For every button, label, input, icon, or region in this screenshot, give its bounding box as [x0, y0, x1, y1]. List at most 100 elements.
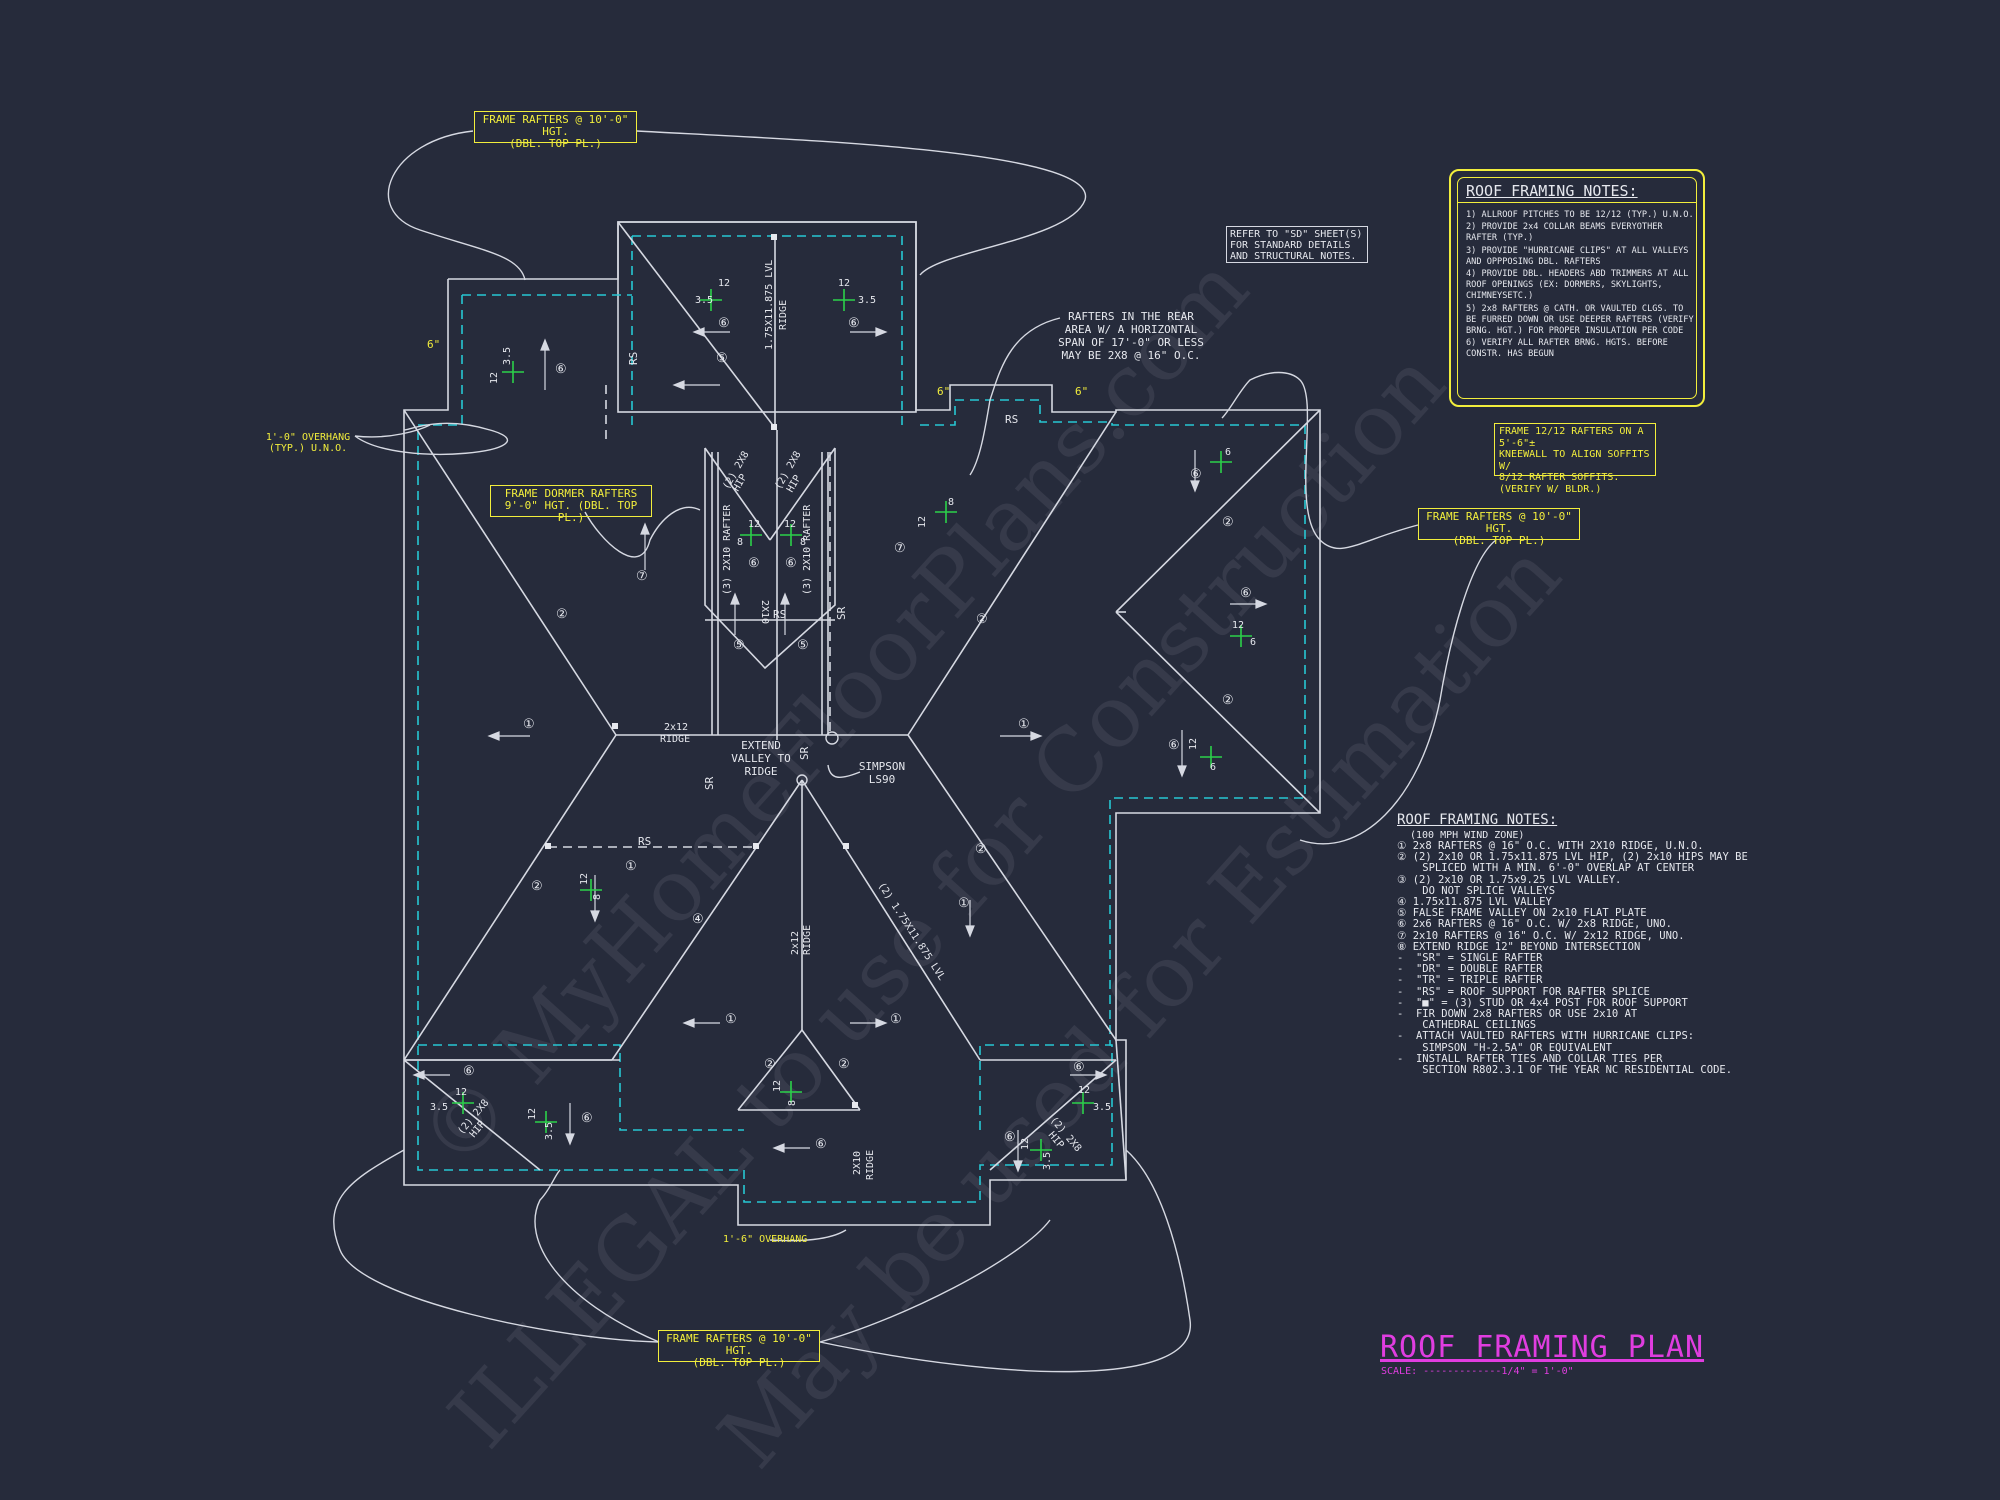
callout-marker: ⑥: [848, 316, 860, 331]
ridge-2x12-label-2: RIDGE: [660, 734, 690, 745]
callout-marker: ①: [625, 859, 637, 874]
dim-6in-left: 6": [427, 338, 440, 351]
label-top-frame-rafters: FRAME RAFTERS @ 10'-0" HGT. (DBL. TOP PL…: [474, 111, 637, 150]
callout-marker: ②: [1222, 693, 1234, 708]
legend-item: ⑦ 2x10 RAFTERS @ 16" O.C. W/ 2x12 RIDGE,…: [1397, 929, 1685, 942]
legend-item: - INSTALL RAFTER TIES AND COLLAR TIES PE…: [1397, 1052, 1663, 1065]
callout-marker: ⑥: [581, 1111, 593, 1126]
callout-marker: ⑦: [636, 569, 648, 584]
callout-marker: ⑤: [797, 638, 809, 653]
callout-marker: ⑥: [555, 362, 567, 377]
label-kneewall-note: FRAME 12/12 RAFTERS ON A 5'-6"± KNEEWALL…: [1494, 423, 1656, 495]
callout-marker: ②: [975, 842, 987, 857]
hip-lines: [403, 221, 1321, 1181]
hip-lvl-label: (2) 1.75X11.875 LVL: [875, 881, 947, 983]
notes-box-item: 6) VERIFY ALL RAFTER BRNG. HGTS. BEFORE …: [1466, 338, 1668, 360]
legend-list: ① 2x8 RAFTERS @ 16" O.C. WITH 2X10 RIDGE…: [1397, 840, 1748, 1076]
callout-marker: ②: [531, 879, 543, 894]
eave-line: [417, 235, 1306, 1203]
legend-item: ⑧ EXTEND RIDGE 12" BEYOND INTERSECTION: [1397, 940, 1641, 953]
pitch-6-right-c: 6: [1210, 762, 1216, 773]
callout-marker: ①: [725, 1012, 737, 1027]
pitch-35-a: 3.5: [695, 295, 713, 306]
legend-item: CATHEDRAL CEILINGS: [1397, 1019, 1537, 1032]
legend-item: SIMPSON "H-2.5A" OR EQUIVALENT: [1397, 1041, 1612, 1054]
callout-marker: ②: [764, 1057, 776, 1072]
legend-item: ③ (2) 2x10 OR 1.75x9.25 LVL VALLEY.: [1397, 873, 1622, 886]
pitch-12-bl2: 12: [527, 1108, 538, 1120]
label-refer-sd: REFER TO "SD" SHEET(S) FOR STANDARD DETA…: [1226, 226, 1368, 263]
legend-item: - "TR" = TRIPLE RAFTER: [1397, 974, 1543, 987]
hip-2x10-dormer: 2X10: [759, 600, 770, 624]
pitch-12-dormer-r: 12: [784, 519, 796, 530]
callout-marker: ①: [890, 1012, 902, 1027]
ridge-2x12-label: 2x12: [664, 722, 688, 733]
callout-marker: ④: [692, 912, 704, 927]
pitch-12-right-b: 12: [1232, 620, 1244, 631]
legend-item: - "■" = (3) STUD OR 4x4 POST FOR ROOF SU…: [1397, 996, 1688, 1009]
legend-item: ① 2x8 RAFTERS @ 16" O.C. WITH 2X10 RIDGE…: [1397, 840, 1704, 852]
pitch-6-right-a: 6: [1225, 447, 1231, 458]
callout-marker: ②: [1222, 515, 1234, 530]
rs-dormer: RS: [773, 608, 786, 621]
pitch-35-c: 3.5: [502, 347, 513, 365]
rafter-direction-arrows: [412, 327, 1268, 1173]
dim-6in-top-l: 6": [937, 385, 950, 398]
legend-item: DO NOT SPLICE VALLEYS: [1397, 884, 1556, 897]
callout-marker: ①: [1018, 717, 1030, 732]
legend-item: - FIR DOWN 2x8 RAFTERS OR USE 2x10 AT: [1397, 1008, 1638, 1021]
legend-item: ⑤ FALSE FRAME VALLEY ON 2x10 FLAT PLATE: [1397, 907, 1647, 920]
pitch-8-dormer: 8: [737, 537, 743, 548]
pitch-8-top: 8: [948, 497, 954, 508]
label-overhang-bottom: 1'-6" OVERHANG: [723, 1234, 808, 1245]
callout-marker: ⑥: [1240, 586, 1252, 601]
rs-top: RS: [1005, 413, 1018, 426]
label-extend-valley: EXTEND VALLEY TO RIDGE: [731, 739, 791, 778]
label-bottom-frame-rafters: FRAME RAFTERS @ 10'-0" HGT. (DBL. TOP PL…: [658, 1330, 820, 1369]
pitch-12-br2: 12: [1020, 1138, 1031, 1150]
ridge-2x10-bottom-2: RIDGE: [865, 1150, 876, 1180]
callout-marker: ⑥: [815, 1137, 827, 1152]
legend-item: ⑥ 2x6 RAFTERS @ 16" O.C. W/ 2x8 RIDGE, U…: [1397, 918, 1672, 931]
rs-top-wing: RS: [627, 352, 640, 365]
legend-item: ④ 1.75x11.875 LVL VALLEY: [1397, 896, 1552, 909]
rafter-3-2x10-right: (3) 2X10 RAFTER: [802, 504, 813, 595]
callout-marker: ⑤: [733, 638, 745, 653]
drawing-title: ROOF FRAMING PLAN: [1380, 1330, 1705, 1365]
callout-marker: ⑥: [1168, 738, 1180, 753]
pitch-12-b: 12: [838, 278, 850, 289]
sr-center: SR: [798, 746, 811, 760]
notes-box-item: 3) PROVIDE "HURRICANE CLIPS" AT ALL VALL…: [1466, 245, 1689, 267]
notes-box-item: 2) PROVIDE 2x4 COLLAR BEAMS EVERYOTHER R…: [1466, 222, 1663, 244]
callout-marker: ②: [976, 612, 988, 627]
pitch-12-dormer: 12: [748, 519, 760, 530]
notes-box-divider: [1458, 202, 1696, 203]
label-overhang-left: 1'-0" OVERHANG (TYP.) U.N.O.: [265, 432, 351, 454]
leader-lines: [333, 130, 1497, 1373]
notes-box-item: 4) PROVIDE DBL. HEADERS ABD TRIMMERS AT …: [1466, 269, 1689, 302]
drawing-scale: SCALE: -------------1/4" = 1'-0": [1381, 1366, 1574, 1377]
notes-box-inner: ROOF FRAMING NOTES: 1) ALLROOF PITCHES T…: [1457, 177, 1697, 399]
pitch-symbols: [452, 289, 1252, 1161]
callout-marker: ⑥: [1004, 1130, 1016, 1145]
pitch-12-c: 12: [489, 372, 500, 384]
pitch-35-b: 3.5: [858, 295, 876, 306]
ridge-lvl-label: 1.75X11.875 LVL: [764, 260, 775, 350]
legend-item: - "SR" = SINGLE RAFTER: [1397, 952, 1543, 965]
legend-item: SPLICED WITH A MIN. 6'-0" OVERLAP AT CEN…: [1397, 862, 1695, 875]
callout-marker: ⑥: [718, 316, 730, 331]
simpson-connector-icon: [796, 774, 808, 786]
pitch-35-bl2: 3.5: [544, 1122, 555, 1140]
callout-marker: ⑥: [1073, 1060, 1085, 1075]
legend-title: ROOF FRAMING NOTES:: [1397, 812, 1558, 828]
pitch-12-mid-l: 12: [579, 873, 590, 885]
notes-box-item: 1) ALLROOF PITCHES TO BE 12/12 (TYP.) U.…: [1466, 210, 1694, 220]
callout-marker: ⑥: [748, 556, 760, 571]
pitch-8-mid-l: 8: [592, 894, 603, 900]
ridge-2x10-bottom: 2X10: [852, 1151, 863, 1175]
legend-subtitle: (100 MPH WIND ZONE): [1410, 830, 1525, 841]
legend-item: - "RS" = ROOF SUPPORT FOR RAFTER SPLICE: [1397, 985, 1650, 998]
sr-left: SR: [703, 776, 716, 790]
legend-item: - ATTACH VAULTED RAFTERS WITH HURRICANE …: [1397, 1030, 1695, 1043]
